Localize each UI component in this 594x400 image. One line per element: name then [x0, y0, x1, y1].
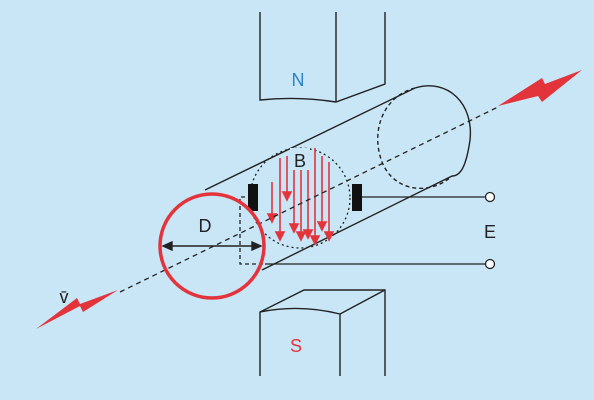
upper-terminal	[484, 191, 496, 203]
field-label: B	[294, 151, 306, 171]
north-magnet	[259, 12, 386, 103]
pipe-far-end-back	[377, 87, 453, 190]
pipe-bottom-edge	[261, 175, 453, 271]
field-arrow	[274, 158, 286, 242]
pipe-far-end-front	[414, 85, 472, 177]
south-magnet	[259, 289, 386, 376]
field-arrow	[323, 162, 335, 242]
diameter-arrow	[161, 240, 263, 252]
field-arrow	[309, 148, 321, 246]
pipe-opening	[158, 192, 266, 300]
pipe-top-edge	[204, 87, 416, 191]
pipe	[204, 85, 472, 271]
upper-electrode	[248, 184, 258, 211]
field-arrow	[288, 166, 300, 234]
flow-arrow-in-icon	[498, 70, 582, 106]
velocity-label: v̄	[60, 287, 69, 307]
electrode-circuit	[239, 196, 486, 265]
diameter-label: D	[199, 216, 212, 236]
south-magnet-face	[259, 289, 386, 315]
flow-axis	[119, 105, 501, 293]
emf-label: E	[484, 222, 496, 242]
field-arrow	[295, 168, 307, 242]
lower-electrode	[352, 184, 362, 211]
field-arrow	[281, 156, 293, 202]
field-arrow	[316, 156, 328, 232]
flow-arrow-out-icon	[36, 290, 118, 329]
field-label-backdrop	[290, 148, 310, 170]
north-label: N	[292, 70, 305, 90]
lower-lead-hidden	[239, 196, 265, 265]
lower-terminal	[484, 258, 496, 270]
south-magnet-outline	[259, 289, 386, 376]
south-label: S	[290, 336, 302, 356]
